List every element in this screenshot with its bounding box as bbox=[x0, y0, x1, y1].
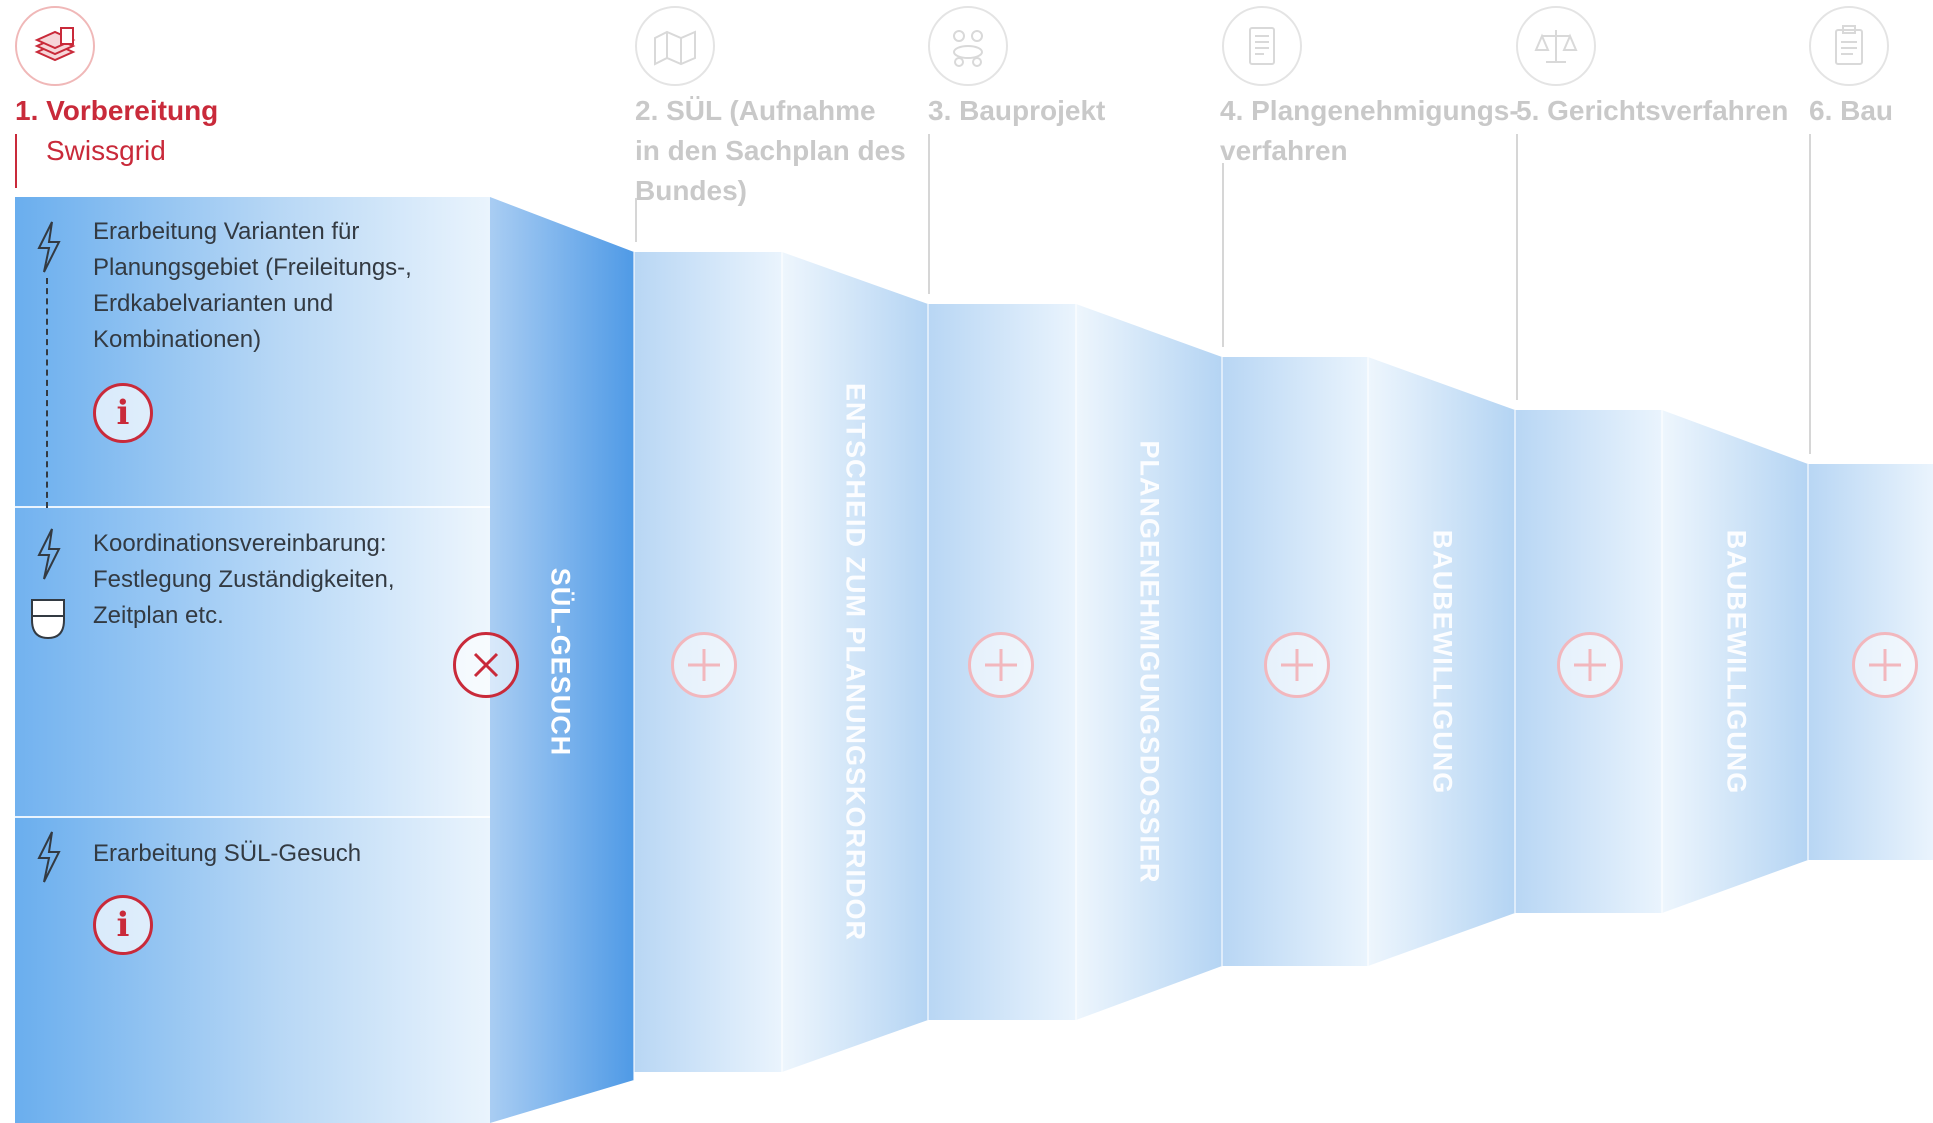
phase-4-line bbox=[1222, 163, 1224, 347]
expand-phase-3-button[interactable] bbox=[968, 632, 1034, 698]
expand-phase-2-button[interactable] bbox=[671, 632, 737, 698]
phase-1-line bbox=[15, 134, 17, 188]
step-panel-3 bbox=[15, 817, 490, 1123]
step-divider-2 bbox=[15, 816, 490, 818]
step-1-line-4: Kombinationen) bbox=[93, 326, 262, 353]
plus-icon bbox=[1574, 649, 1606, 681]
lightning-icon bbox=[37, 528, 61, 580]
step-2-text: Koordinationsvereinbarung: Festlegung Zu… bbox=[93, 526, 473, 634]
phase-4-fold bbox=[1368, 357, 1515, 966]
step-2-line-3: Zeitplan etc. bbox=[93, 602, 224, 629]
plus-icon bbox=[688, 649, 720, 681]
fold-sul-gesuch bbox=[490, 197, 634, 1123]
expand-phase-4-button[interactable] bbox=[1264, 632, 1330, 698]
phase-2-title-line-1: 2. SÜL (Aufnahme bbox=[635, 95, 876, 126]
milestone-entscheid-planungskorridor: ENTSCHEID ZUM PLANUNGSKORRIDOR bbox=[840, 382, 871, 942]
milestone-baubewilligung-2: BAUBEWILLIGUNG bbox=[1721, 529, 1752, 795]
lightning-icon bbox=[37, 221, 61, 273]
phase-2-fold bbox=[782, 252, 928, 1072]
stacked-documents-icon[interactable] bbox=[15, 6, 95, 86]
clipboard-icon[interactable] bbox=[1809, 6, 1889, 86]
close-icon bbox=[473, 652, 499, 678]
step-1-line-3: Erdkabelvarianten und bbox=[93, 290, 334, 317]
info-button-step-3[interactable]: i bbox=[93, 895, 153, 955]
phase-3-title[interactable]: 3. Bauprojekt bbox=[928, 95, 1106, 126]
info-button-step-1[interactable]: i bbox=[93, 383, 153, 443]
phase-6-title[interactable]: 6. Bau bbox=[1809, 95, 1894, 126]
expand-phase-6-button[interactable] bbox=[1852, 632, 1918, 698]
phase-5-line bbox=[1516, 134, 1518, 400]
step-3-line-1: Erarbeitung SÜL-Gesuch bbox=[93, 840, 362, 867]
phase-3-fold bbox=[1076, 304, 1222, 1020]
plus-icon bbox=[1869, 649, 1901, 681]
phase-5-fold bbox=[1662, 410, 1808, 913]
phase-3-line bbox=[928, 134, 930, 294]
step-2-line-2: Festlegung Zuständigkeiten, bbox=[93, 566, 395, 593]
document-icon[interactable] bbox=[1222, 6, 1302, 86]
lightning-icon bbox=[37, 831, 61, 883]
step-panel-2 bbox=[15, 507, 490, 817]
step-2-line-1: Koordinationsvereinbarung: bbox=[93, 530, 387, 557]
step-divider-1 bbox=[15, 506, 490, 508]
step-panel-1 bbox=[15, 197, 490, 507]
phase-4-title[interactable]: 4. Plangenehmigungs- verfahren bbox=[1220, 91, 1519, 171]
process-connector-line bbox=[46, 278, 48, 508]
map-icon[interactable] bbox=[635, 6, 715, 86]
phase-2-title-line-3: Bundes) bbox=[635, 175, 747, 206]
phase-4-title-line-2: verfahren bbox=[1220, 135, 1348, 166]
phase-2-line bbox=[635, 198, 637, 242]
phase-4-title-line-1: 4. Plangenehmigungs- bbox=[1220, 95, 1519, 126]
phase-6-line bbox=[1809, 134, 1811, 454]
phase-2-title-line-2: in den Sachplan des bbox=[635, 135, 906, 166]
step-3-text: Erarbeitung SÜL-Gesuch bbox=[93, 836, 473, 872]
phase-5-title[interactable]: 5. Gerichtsverfahren bbox=[1516, 95, 1789, 126]
plus-icon bbox=[1281, 649, 1313, 681]
step-1-line-1: Erarbeitung Varianten für bbox=[93, 218, 360, 245]
panel-separators bbox=[633, 252, 1809, 1080]
shield-icon bbox=[31, 599, 65, 640]
phase-1-subtitle: Swissgrid bbox=[46, 135, 166, 166]
meeting-people-icon[interactable] bbox=[928, 6, 1008, 86]
close-button[interactable] bbox=[453, 632, 519, 698]
milestone-sul-gesuch: SÜL-GESUCH bbox=[545, 567, 576, 757]
phase-2-title[interactable]: 2. SÜL (Aufnahme in den Sachplan des Bun… bbox=[635, 91, 906, 211]
milestone-baubewilligung-1: BAUBEWILLIGUNG bbox=[1427, 529, 1458, 795]
scales-icon[interactable] bbox=[1516, 6, 1596, 86]
plus-icon bbox=[985, 649, 1017, 681]
step-1-text: Erarbeitung Varianten für Planungsgebiet… bbox=[93, 214, 473, 358]
expand-phase-5-button[interactable] bbox=[1557, 632, 1623, 698]
step-1-line-2: Planungsgebiet (Freileitungs-, bbox=[93, 254, 412, 281]
milestone-plangenehmigungsdossier: PLANGENEHMIGUNGSDOSSIER bbox=[1134, 440, 1165, 884]
phase-1-title[interactable]: 1. Vorbereitung bbox=[15, 95, 219, 126]
